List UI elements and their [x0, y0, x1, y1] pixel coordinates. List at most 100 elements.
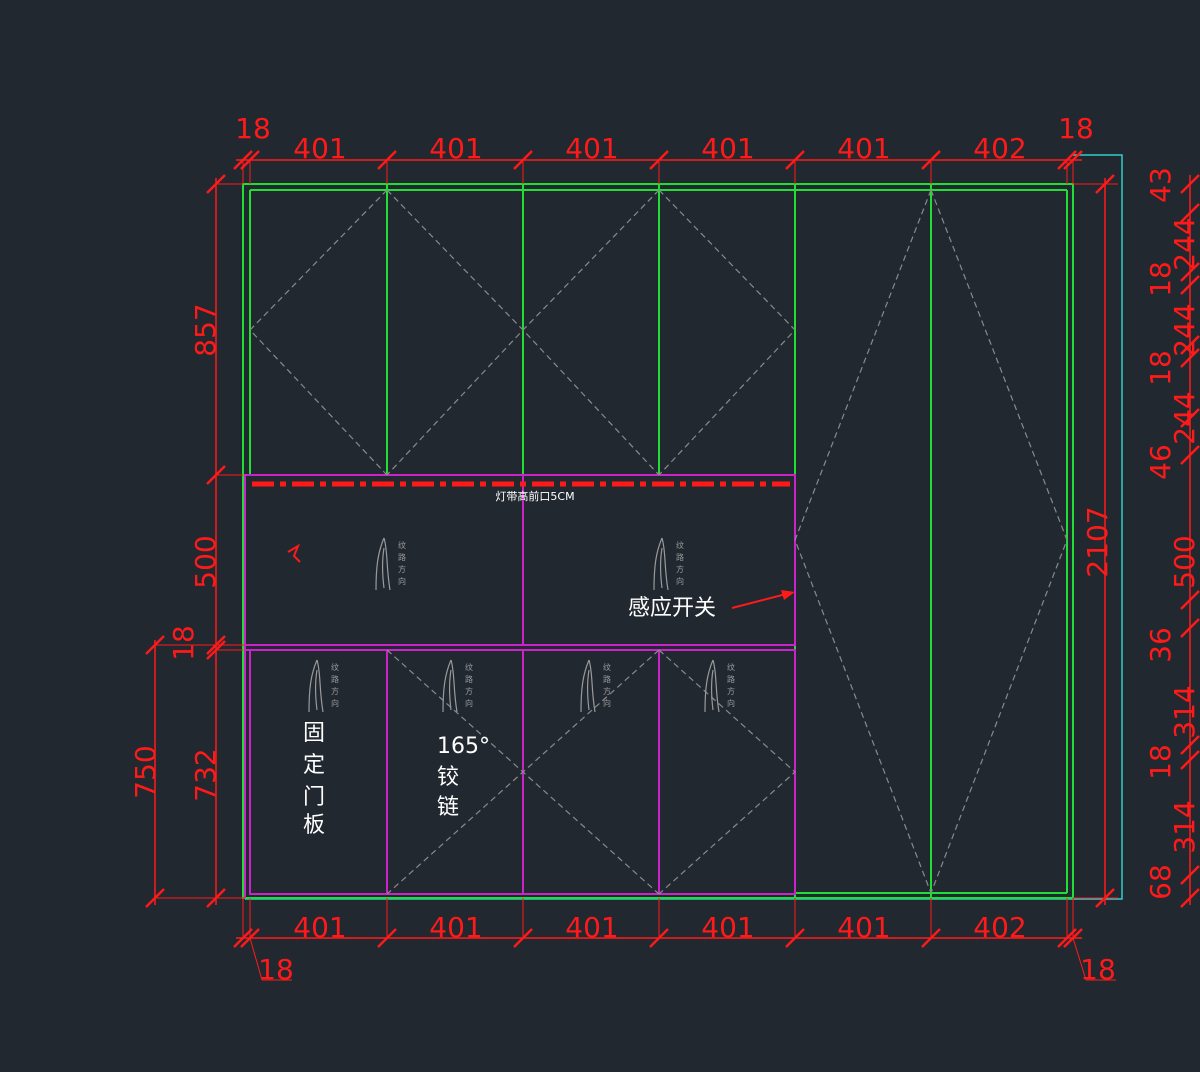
fixed-panel-char-4: 板 — [303, 813, 325, 838]
fixed-panel-char-1: 固 — [303, 721, 325, 746]
right-segment-tick — [1180, 203, 1200, 223]
right-segment-tick — [1180, 750, 1200, 770]
grain-symbols: 纹 路 方 向 纹 路 方 向 纹 路 方 向 纹 路 方 向 纹 — [308, 537, 735, 713]
hinge-angle: 165° — [437, 734, 490, 759]
right-dim-seg-6: 244 — [1168, 391, 1200, 444]
right-dim-seg-3: 18 — [1144, 261, 1177, 297]
swing-upper-4 — [658, 189, 796, 476]
hinge-char-2: 链 — [437, 795, 459, 820]
top-dim-bay-4: 401 — [701, 132, 754, 165]
top-dimensions: 18 401 401 401 401 401 402 18 — [235, 112, 1094, 165]
grain-icon — [580, 659, 596, 713]
annotations: 灯带高前口5CM 感应开关 固 定 门 板 165° 铰 链 — [287, 489, 795, 838]
top-dim-bay-1: 401 — [293, 132, 346, 165]
fixed-panel-char-2: 定 — [303, 753, 325, 778]
grain-char-4: 向 — [603, 698, 611, 708]
swing-upper-3 — [522, 189, 660, 476]
bottom-right-leader — [1072, 937, 1087, 981]
grain-char-2: 路 — [331, 674, 339, 684]
grain-icon — [653, 537, 669, 591]
right-dim-seg-10: 314 — [1168, 685, 1200, 738]
grain-char-1: 纹 — [603, 662, 611, 672]
grain-char-4: 向 — [398, 576, 406, 586]
right-segment-tick — [1180, 445, 1200, 465]
right-dim-seg-5: 18 — [1144, 350, 1177, 386]
right-dim-seg-2: 244 — [1168, 217, 1200, 270]
swing-lower-2 — [522, 649, 660, 895]
swing-tall-right — [930, 189, 1068, 894]
grain-char-2: 路 — [603, 674, 611, 684]
grain-char-1: 纹 — [465, 662, 473, 672]
grain-char-1: 纹 — [676, 540, 684, 550]
left-dim-shelf: 18 — [167, 625, 200, 661]
right-segment-tick — [1180, 262, 1200, 282]
bottom-dim-left-edge: 18 — [258, 953, 294, 986]
hinge-char-1: 铰 — [437, 765, 459, 790]
grain-icon — [308, 659, 324, 713]
bottom-dim-bay-2: 401 — [429, 911, 482, 944]
grain-icon — [375, 537, 391, 591]
right-segment-tick — [1180, 735, 1200, 755]
right-segment-tick — [1180, 408, 1200, 428]
bottom-dim-bay-4: 401 — [701, 911, 754, 944]
bottom-dimensions: 401 401 401 401 401 402 18 18 — [258, 911, 1116, 986]
bottom-dim-right-edge: 18 — [1080, 953, 1116, 986]
grain-char-3: 方 — [398, 564, 406, 574]
grain-char-2: 路 — [398, 552, 406, 562]
grain-char-4: 向 — [676, 576, 684, 586]
grain-char-2: 路 — [676, 552, 684, 562]
left-dim-middle: 500 — [189, 535, 222, 588]
top-dim-bay-3: 401 — [565, 132, 618, 165]
right-segment-tick — [1180, 174, 1200, 194]
sensor-arrowhead — [781, 590, 795, 600]
bottom-dim-bay-6: 402 — [973, 911, 1026, 944]
left-dimensions: 857 500 18 732 750 — [129, 303, 222, 801]
grain-symbol-6: 纹 路 方 向 — [704, 659, 735, 713]
grain-char-4: 向 — [331, 698, 339, 708]
right-segment-tick — [1180, 888, 1200, 908]
bottom-dim-bay-3: 401 — [565, 911, 618, 944]
top-dim-bay-5: 401 — [837, 132, 890, 165]
right-dim-seg-11: 18 — [1144, 744, 1177, 780]
grain-char-4: 向 — [465, 698, 473, 708]
top-dim-bay-2: 401 — [429, 132, 482, 165]
bottom-dim-bay-5: 401 — [837, 911, 890, 944]
grain-symbol-4: 纹 路 方 向 — [442, 659, 473, 713]
bottom-left-leader — [249, 937, 263, 981]
swing-upper-1 — [249, 189, 388, 476]
right-dim-seg-12: 314 — [1168, 800, 1200, 853]
right-segment-tick — [1180, 590, 1200, 610]
right-segment-tick — [1180, 348, 1200, 368]
top-dim-right-edge: 18 — [1058, 112, 1094, 145]
grain-icon — [704, 659, 720, 713]
grain-symbol-3: 纹 路 方 向 — [308, 659, 339, 713]
left-dim-upper: 857 — [189, 303, 222, 356]
right-dim-seg-8: 500 — [1168, 535, 1200, 588]
left-dim-base-total: 750 — [129, 745, 162, 798]
top-dim-bay-6: 402 — [973, 132, 1026, 165]
right-segment-tick — [1180, 275, 1200, 295]
cabinet-elevation — [242, 154, 1123, 900]
grain-symbol-1: 纹 路 方 向 — [375, 537, 406, 591]
top-dim-left-edge: 18 — [235, 112, 271, 145]
right-dim-seg-4: 244 — [1168, 303, 1200, 356]
swing-lower-3 — [658, 649, 796, 895]
light-strip-note: 灯带高前口5CM — [495, 489, 574, 503]
grain-char-2: 路 — [465, 674, 473, 684]
right-dimensions: 2107 43 244 18 244 18 244 46 500 36 314 … — [1081, 167, 1200, 900]
right-segment-tick — [1180, 618, 1200, 638]
grain-symbol-5: 纹 路 方 向 — [580, 659, 611, 713]
grain-char-3: 方 — [331, 686, 339, 696]
fixed-panel-char-3: 门 — [303, 785, 325, 810]
bottom-dim-bay-1: 401 — [293, 911, 346, 944]
grain-char-4: 向 — [727, 698, 735, 708]
grain-char-2: 路 — [727, 674, 735, 684]
red-mark — [287, 543, 301, 563]
grain-char-1: 纹 — [331, 662, 339, 672]
right-segment-tick — [1180, 865, 1200, 885]
left-dim-lower: 732 — [189, 748, 222, 801]
grain-symbol-2: 纹 路 方 向 — [653, 537, 684, 591]
grain-icon — [442, 659, 458, 713]
right-segment-tick — [1180, 335, 1200, 355]
right-dim-seg-9: 36 — [1144, 627, 1177, 663]
